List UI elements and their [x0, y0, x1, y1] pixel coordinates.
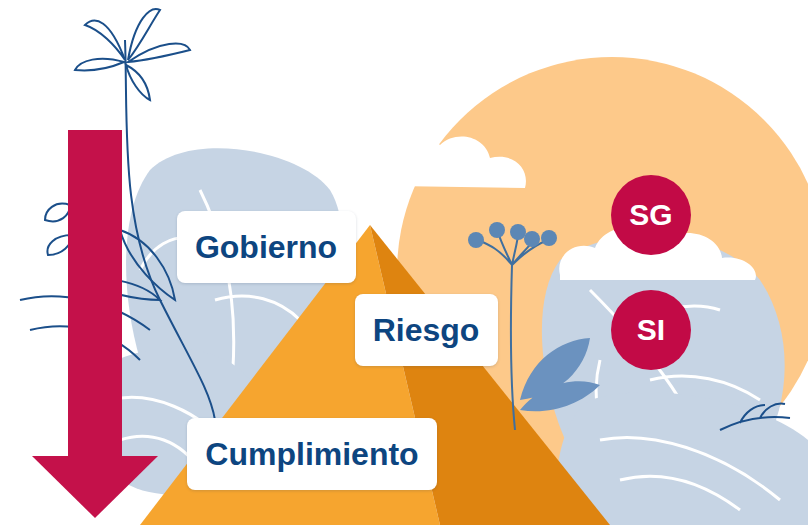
badge-text: SG	[629, 198, 672, 232]
label-box: Riesgo	[355, 294, 498, 366]
level-label: Riesgo	[373, 312, 480, 349]
badge-circle: SG	[611, 175, 691, 255]
level-label: Cumplimiento	[205, 436, 418, 473]
plant-leaf	[520, 338, 600, 411]
seed-heads	[468, 222, 557, 248]
plant-sprig	[720, 404, 790, 430]
badge-text: SI	[637, 313, 665, 347]
label-box: Gobierno	[177, 211, 356, 283]
cloud	[330, 133, 526, 188]
down-arrow-head	[32, 456, 158, 518]
level-label: Gobierno	[195, 229, 337, 266]
down-arrow-shaft	[68, 130, 122, 458]
flower	[75, 9, 190, 100]
label-box: Cumplimiento	[187, 418, 437, 490]
badge-circle: SI	[611, 290, 691, 370]
leaf-vein	[600, 438, 780, 511]
